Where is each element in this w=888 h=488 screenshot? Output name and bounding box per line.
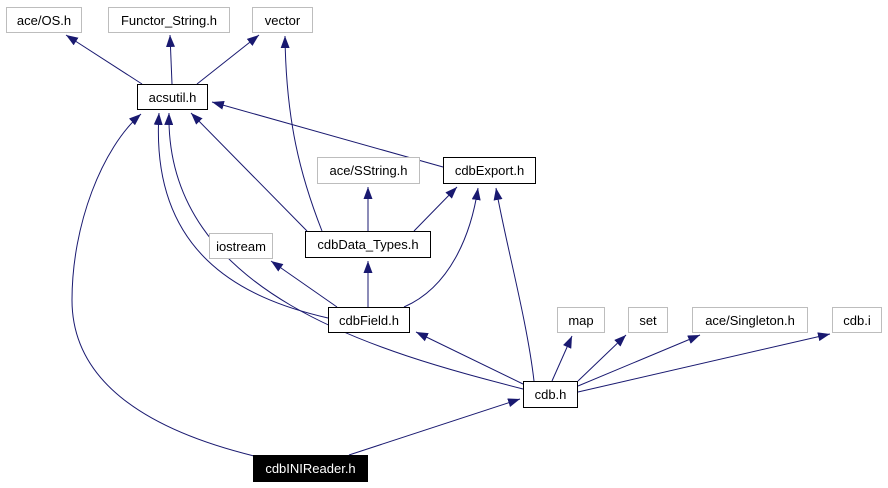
node-iostream[interactable]: iostream [209,233,273,259]
node-cdbexport-h[interactable]: cdbExport.h [443,157,536,184]
node-set[interactable]: set [628,307,668,333]
edge-cdbINIReader.h-to-cdb.h [348,398,521,456]
node-vector[interactable]: vector [252,7,313,33]
edge-cdbField.h-to-cdbExport.h [403,187,481,308]
edge-cdbINIReader.h-to-acsutil.h [71,113,255,457]
edge-acsutil.h-to-ace/OS.h [65,34,143,85]
edge-cdbExport.h-to-acsutil.h [211,100,444,168]
edge-cdb.h-to-map [551,335,573,382]
edge-cdb.h-to-cdbField.h [415,331,524,385]
node-cdb-h[interactable]: cdb.h [523,381,578,408]
node-map[interactable]: map [557,307,605,333]
node-ace-os-h[interactable]: ace/OS.h [6,7,82,33]
edge-cdbData_Types.h-to-cdbExport.h [413,186,458,232]
edge-cdb.h-to-acsutil.h [164,112,524,390]
node-cdbfield-h[interactable]: cdbField.h [328,307,410,333]
edge-cdb.h-to-ace/Singleton.h [577,334,701,387]
node-functor-string-h[interactable]: Functor_String.h [108,7,230,33]
edge-cdbField.h-to-acsutil.h [153,112,329,319]
node-cdbdata-types-h[interactable]: cdbData_Types.h [305,231,431,258]
edge-cdbData_Types.h-to-vector [280,35,323,232]
edge-cdbField.h-to-iostream [270,260,338,308]
node-acsutil-h[interactable]: acsutil.h [137,84,208,110]
edge-cdb.h-to-cdb.i [577,332,831,393]
edge-cdb.h-to-set [577,334,627,382]
node-ace-sstring-h[interactable]: ace/SString.h [317,157,420,184]
node-cdb-i[interactable]: cdb.i [832,307,882,333]
edge-acsutil.h-to-Functor_String.h [165,34,175,85]
node-cdbinireader-h: cdbINIReader.h [253,455,368,482]
node-ace-singleton-h[interactable]: ace/Singleton.h [692,307,808,333]
edge-cdbData_Types.h-to-acsutil.h [190,112,308,232]
edge-acsutil.h-to-vector [196,34,260,85]
edge-cdb.h-to-cdbExport.h [493,187,535,382]
